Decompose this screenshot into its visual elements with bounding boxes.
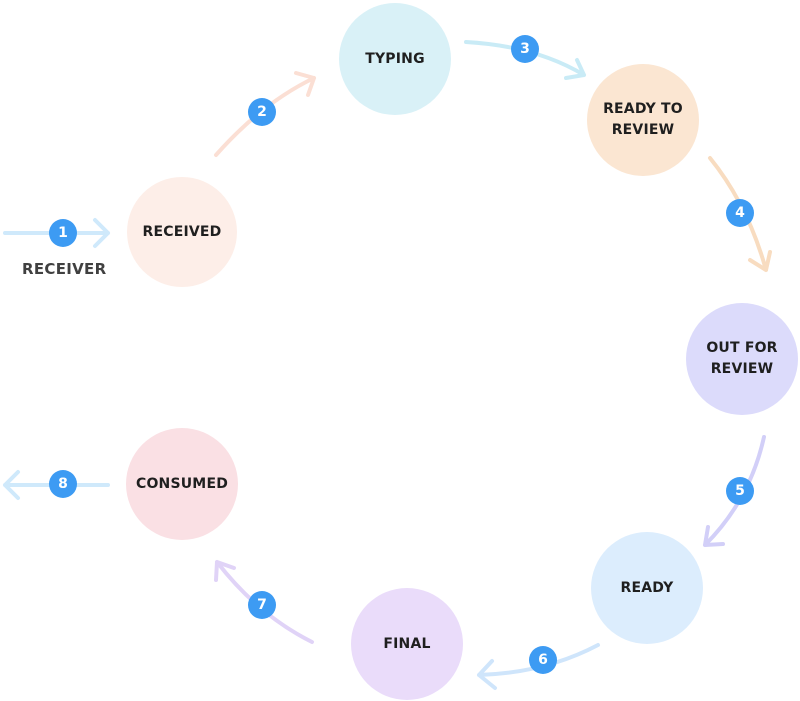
step-badge-1: 1 [49, 219, 77, 247]
step-badge-7: 7 [248, 591, 276, 619]
step-badge-5: 5 [726, 477, 754, 505]
node-typing-label: TYPING [365, 50, 425, 67]
node-typing: TYPING [339, 3, 451, 115]
node-final-label: FINAL [383, 635, 431, 652]
step-badge-8: 8 [49, 470, 77, 498]
node-consumed: CONSUMED [126, 428, 238, 540]
step-badge-2: 2 [248, 98, 276, 126]
node-ready: READY [591, 532, 703, 644]
step-badge-4: 4 [726, 199, 754, 227]
node-ready-to-review-label: READY TO REVIEW [603, 101, 683, 138]
node-consumed-label: CONSUMED [135, 475, 229, 492]
node-received-label: RECEIVED [142, 223, 222, 240]
node-final: FINAL [351, 588, 463, 700]
node-ready-label: READY [620, 579, 674, 596]
receiver-label: RECEIVER [22, 260, 107, 278]
step-badge-6: 6 [529, 646, 557, 674]
node-out-for-review: OUT FOR REVIEW [686, 303, 798, 415]
node-out-for-review-label: OUT FOR REVIEW [706, 340, 778, 377]
step-badge-3: 3 [511, 35, 539, 63]
node-ready-to-review: READY TO REVIEW [587, 64, 699, 176]
node-received: RECEIVED [127, 177, 237, 287]
